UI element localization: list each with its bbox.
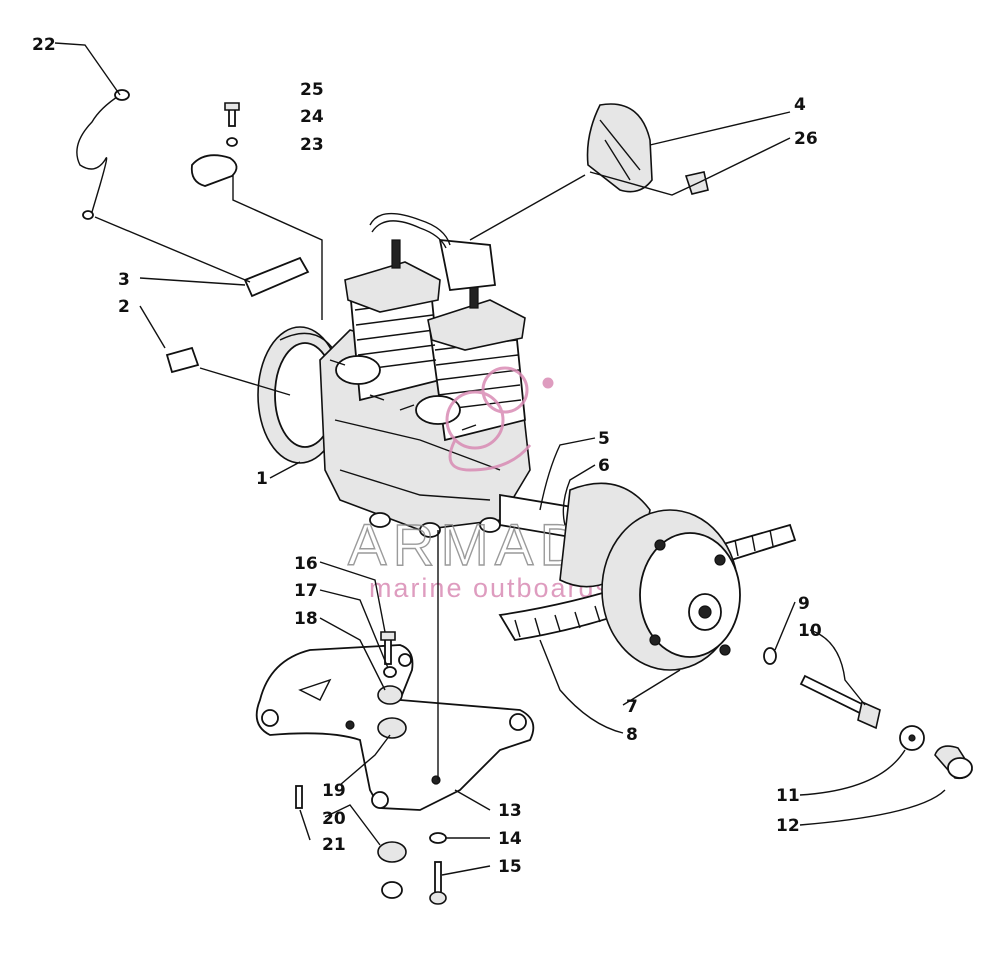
callout-26: 26 bbox=[794, 129, 818, 149]
callout-16: 16 bbox=[294, 554, 318, 574]
mount-hardware bbox=[295, 631, 447, 905]
callout-3: 3 bbox=[118, 270, 130, 290]
callout-23: 23 bbox=[300, 135, 324, 155]
callout-5: 5 bbox=[598, 429, 610, 449]
callout-24: 24 bbox=[300, 107, 324, 127]
callout-20: 20 bbox=[322, 809, 346, 829]
callout-25: 25 bbox=[300, 80, 324, 100]
callout-12: 12 bbox=[776, 816, 800, 836]
callout-18: 18 bbox=[294, 609, 318, 629]
callout-7: 7 bbox=[626, 697, 638, 717]
callout-22: 22 bbox=[32, 35, 56, 55]
callout-15: 15 bbox=[498, 857, 522, 877]
drive-clutch-assembly bbox=[498, 482, 797, 671]
callout-21: 21 bbox=[322, 835, 346, 855]
clutch-hardware bbox=[763, 647, 973, 780]
callout-9: 9 bbox=[798, 594, 810, 614]
callout-11: 11 bbox=[776, 786, 800, 806]
callout-4: 4 bbox=[794, 95, 806, 115]
callout-10: 10 bbox=[798, 621, 822, 641]
callout-17: 17 bbox=[294, 581, 318, 601]
watermark-logo-icon bbox=[445, 366, 554, 472]
callout-2: 2 bbox=[118, 297, 130, 317]
leader-lines bbox=[54, 42, 946, 876]
top-parts bbox=[76, 89, 709, 374]
callout-13: 13 bbox=[498, 801, 522, 821]
engine-assembly bbox=[257, 212, 598, 542]
callout-19: 19 bbox=[322, 781, 346, 801]
callout-6: 6 bbox=[598, 456, 610, 476]
callout-14: 14 bbox=[498, 829, 522, 849]
callout-numbers: 22 25 24 23 4 26 3 2 1 5 6 16 17 18 9 10… bbox=[32, 35, 822, 877]
callout-8: 8 bbox=[626, 725, 638, 745]
callout-1: 1 bbox=[256, 469, 268, 489]
